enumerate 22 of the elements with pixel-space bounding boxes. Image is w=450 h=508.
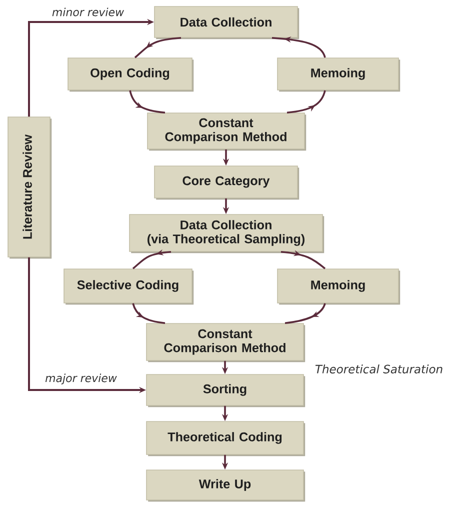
arrow (280, 250, 326, 270)
process-box: Write Up (146, 470, 306, 502)
arrow (132, 303, 166, 324)
process-box: Constant Comparison Method (147, 112, 306, 151)
process-box: Literature Review (8, 116, 52, 259)
note-text: Theoretical Saturation (315, 364, 442, 374)
arrow (284, 303, 326, 324)
process-box: Core Category (154, 166, 300, 200)
process-box: Data Collection (154, 6, 300, 40)
arrow (286, 90, 326, 114)
arrow (129, 90, 166, 114)
arrow (134, 37, 182, 58)
process-box: Data Collection (via Theoretical Sampling) (129, 214, 324, 254)
edge-label: minor review (50, 6, 126, 18)
process-box: Selective Coding (64, 268, 194, 305)
process-box: Memoing (277, 268, 400, 305)
process-box: Theoretical Coding (146, 421, 306, 456)
process-box: Constant Comparison Method (146, 323, 306, 362)
process-box: Open Coding (68, 58, 194, 92)
process-box: Sorting (146, 374, 306, 408)
edge-label: major review (44, 372, 118, 386)
process-box: Memoing (277, 58, 400, 92)
